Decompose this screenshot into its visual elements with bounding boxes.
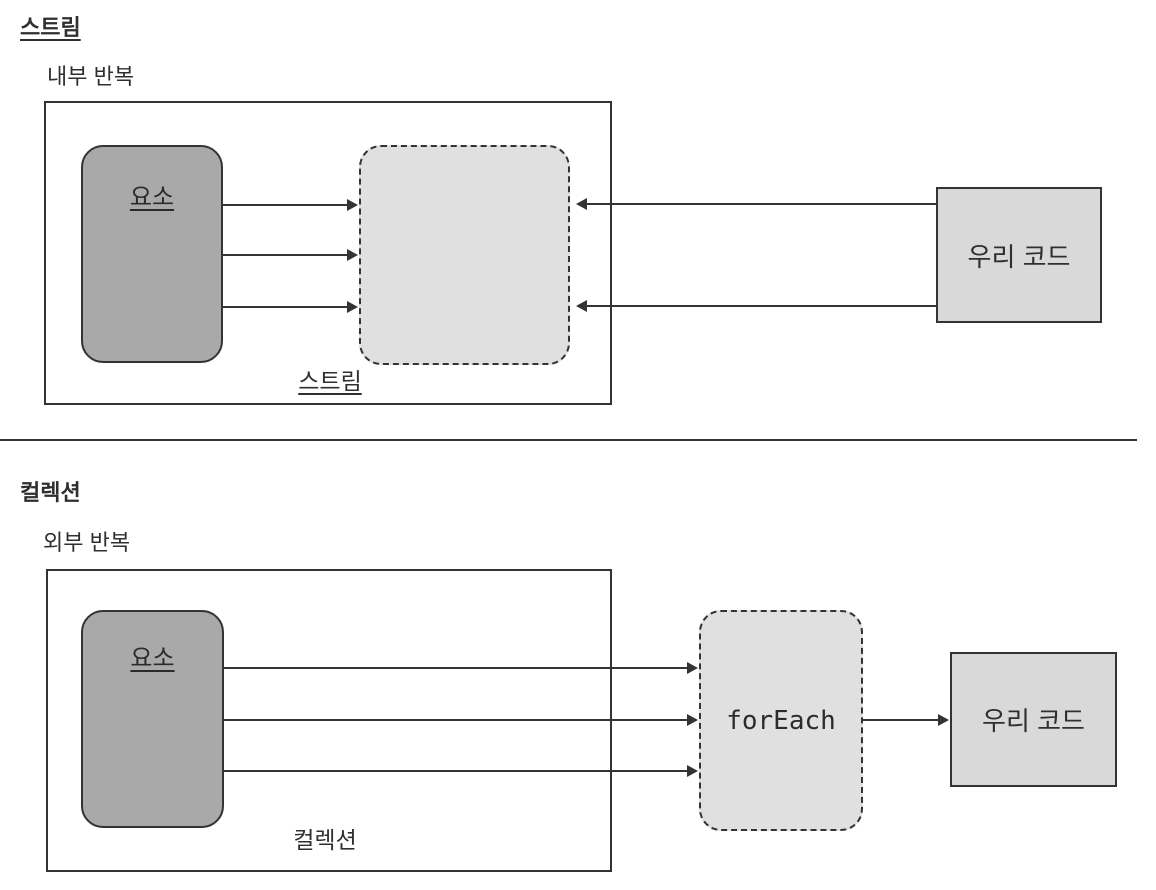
stream-our-code-box: 우리 코드 — [936, 187, 1102, 323]
collection-element-arrow-2 — [224, 714, 698, 726]
stream-our-code-label: 우리 코드 — [967, 241, 1071, 272]
section-divider — [0, 439, 1137, 441]
stream-code-arrow-1 — [576, 198, 936, 210]
stream-section-title: 스트림 — [20, 15, 81, 40]
stream-elements-label: 요소 — [129, 184, 175, 211]
stream-hidden-iteration-box — [359, 145, 570, 365]
collection-element-arrow-3 — [224, 765, 698, 777]
collection-element-arrow-1 — [224, 662, 698, 674]
stream-elements-rect — [81, 145, 223, 363]
collection-elements-rect — [81, 610, 224, 828]
collection-our-code-box: 우리 코드 — [950, 652, 1117, 787]
stream-box-label: 스트림 — [298, 368, 362, 394]
collection-elements-label: 요소 — [130, 645, 175, 672]
foreach-label: forEach — [726, 705, 836, 736]
stream-element-arrow-1 — [223, 199, 358, 211]
collection-foreach-box: forEach — [699, 610, 863, 831]
collection-our-code-label: 우리 코드 — [982, 706, 1085, 736]
stream-element-arrow-3 — [223, 301, 358, 313]
stream-internal-iteration-label: 내부 반복 — [47, 64, 135, 89]
collection-section-title: 컬렉션 — [20, 480, 81, 505]
foreach-to-code-arrow — [863, 714, 949, 726]
collection-external-iteration-label: 외부 반복 — [43, 530, 131, 555]
stream-element-arrow-2 — [223, 249, 358, 261]
stream-code-arrow-2 — [576, 300, 936, 312]
collection-box-label: 컬렉션 — [293, 827, 357, 853]
